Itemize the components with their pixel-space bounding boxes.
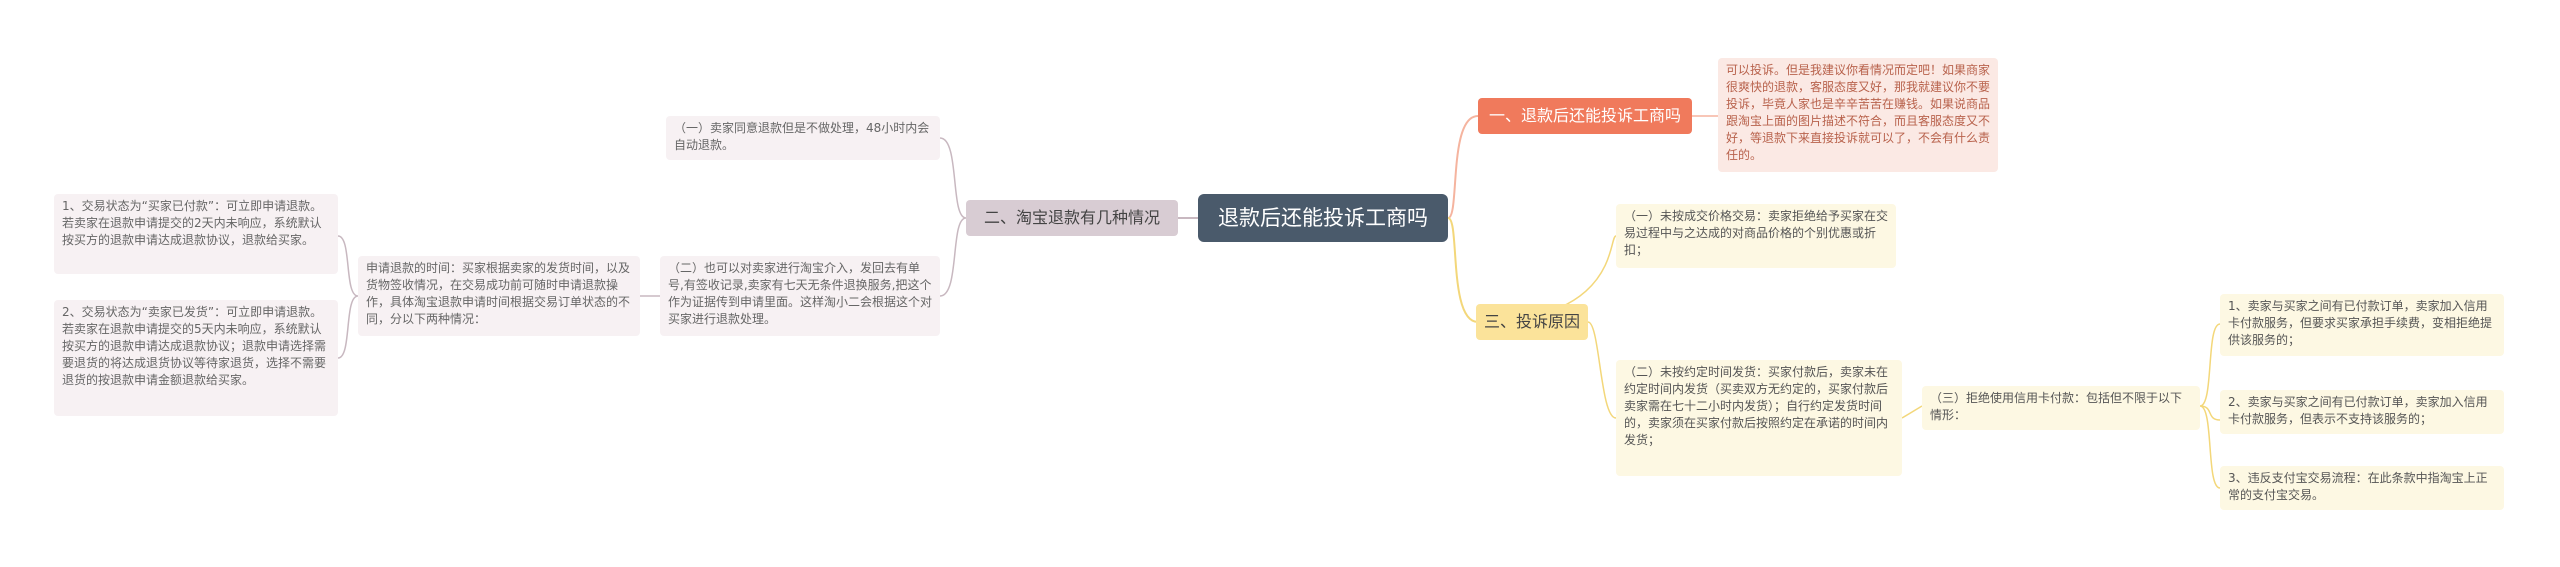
branch-2-item-2[interactable]: （二）也可以对卖家进行淘宝介入，发回去有单号,有签收记录,卖家有七天无条件退换服… bbox=[660, 256, 940, 336]
edge-item3-subs bbox=[2199, 323, 2221, 489]
branch-2-sub-item-2[interactable]: 2、交易状态为“卖家已发货”：可立即申请退款。若卖家在退款申请提交的5天内未响应… bbox=[54, 300, 338, 416]
branch-3-sub-item-2[interactable]: 2、卖家与买家之间有已付款订单，卖家加入信用卡付款服务，但表示不支持该服务的； bbox=[2220, 390, 2504, 434]
root-node[interactable]: 退款后还能投诉工商吗 bbox=[1198, 194, 1448, 242]
branch-2-node[interactable]: 二、淘宝退款有几种情况 bbox=[966, 200, 1178, 236]
branch-3-item-2[interactable]: （二）未按约定时间发货：买家付款后，卖家未在约定时间内发货（买卖双方无约定的，买… bbox=[1616, 360, 1902, 476]
edge-root-b1 bbox=[1447, 115, 1479, 219]
branch-3-item-3[interactable]: （三）拒绝使用信用卡付款：包括但不限于以下情形： bbox=[1922, 386, 2200, 430]
edge-item2-item3 bbox=[1901, 405, 1923, 419]
edge-root-b3 bbox=[1447, 217, 1479, 323]
branch-2-item-1[interactable]: （一）卖家同意退款但是不做处理，48小时内会自动退款。 bbox=[666, 116, 940, 160]
branch-3-node[interactable]: 三、投诉原因 bbox=[1476, 304, 1588, 340]
branch-3-sub-item-3[interactable]: 3、违反支付宝交易流程：在此条款中指淘宝上正常的支付宝交易。 bbox=[2220, 466, 2504, 510]
edge-b2-items bbox=[939, 137, 967, 297]
branch-3-sub-item-1[interactable]: 1、卖家与买家之间有已付款订单，卖家加入信用卡付款服务，但要求买家承担手续费，变… bbox=[2220, 294, 2504, 356]
branch-1-node[interactable]: 一、退款后还能投诉工商吗 bbox=[1478, 98, 1692, 134]
edge-sub-items bbox=[337, 235, 359, 359]
branch-2-sub[interactable]: 申请退款的时间：买家根据卖家的发货时间，以及货物签收情况，在交易成功前可随时申请… bbox=[358, 256, 640, 336]
branch-3-item-1[interactable]: （一）未按成交价格交易：卖家拒绝给予买家在交易过程中与之达成的对商品价格的个别优… bbox=[1616, 204, 1896, 268]
branch-2-sub-item-1[interactable]: 1、交易状态为“买家已付款”：可立即申请退款。若卖家在退款申请提交的2天内未响应… bbox=[54, 194, 338, 274]
branch-1-leaf[interactable]: 可以投诉。但是我建议你看情况而定吧！如果商家很爽快的退款，客服态度又好，那我就建… bbox=[1718, 58, 1998, 172]
